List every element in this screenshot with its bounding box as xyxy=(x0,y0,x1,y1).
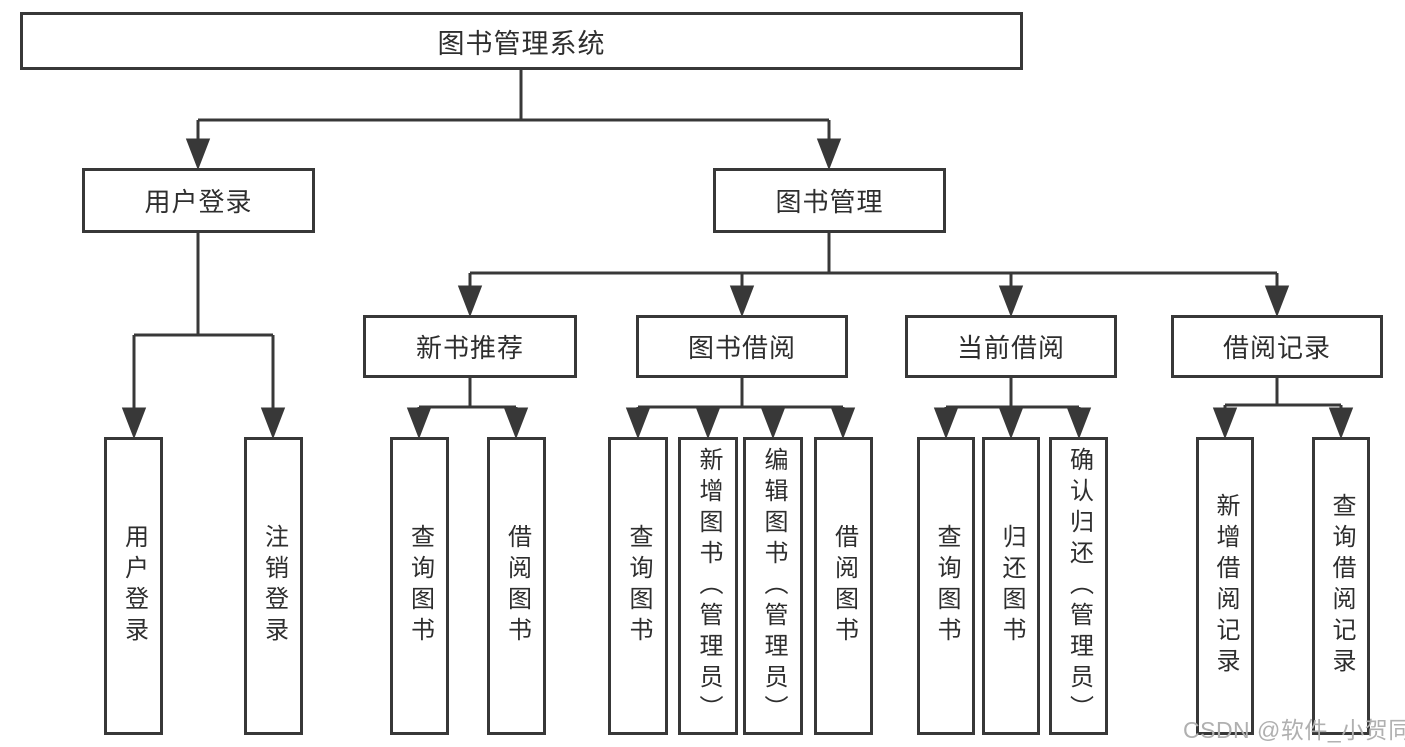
arrow-down-icon xyxy=(1212,407,1238,440)
connector-root-to-level2 xyxy=(185,69,842,171)
connector-current-borrow-branch xyxy=(933,378,1092,440)
leaf-label: 确认归还（管理员） xyxy=(1065,446,1093,726)
leaf-user-login: 用户登录 xyxy=(104,437,163,735)
node-root-system: 图书管理系统 xyxy=(20,12,1023,70)
arrow-down-icon xyxy=(457,285,483,318)
arrow-down-icon xyxy=(933,407,959,440)
arrow-down-icon xyxy=(406,407,432,440)
node-current-borrow: 当前借阅 xyxy=(905,315,1117,378)
arrow-down-icon xyxy=(760,407,786,440)
arrow-down-icon xyxy=(1328,407,1354,440)
leaf-label: 新增借阅记录 xyxy=(1212,493,1239,679)
connector-borrow-records-branch xyxy=(1212,378,1354,440)
node-user-login: 用户登录 xyxy=(82,168,315,233)
leaf-recommend-query-books: 查询图书 xyxy=(390,437,449,735)
node-borrow-records: 借阅记录 xyxy=(1171,315,1383,378)
leaf-label: 查询图书 xyxy=(933,524,960,648)
arrow-down-icon xyxy=(830,407,856,440)
arrow-down-icon xyxy=(260,407,286,440)
leaf-current-query-books: 查询图书 xyxy=(917,437,975,735)
leaf-label: 新增图书（管理员） xyxy=(695,446,722,726)
leaf-label: 用户登录 xyxy=(120,524,148,648)
leaf-label: 借阅图书 xyxy=(830,524,858,648)
leaf-add-books-admin: 新增图书（管理员） xyxy=(678,437,738,735)
node-new-book-recommend: 新书推荐 xyxy=(363,315,577,378)
arrow-down-icon xyxy=(998,407,1024,440)
leaf-logout: 注销登录 xyxy=(244,437,303,735)
leaf-label: 编辑图书（管理员） xyxy=(760,446,787,726)
arrow-down-icon xyxy=(998,285,1024,318)
csdn-watermark: CSDN @软件_小贺同学 xyxy=(1183,717,1405,743)
connector-book-borrow-branch xyxy=(625,378,856,440)
arrow-down-icon xyxy=(1264,285,1290,318)
arrow-down-icon xyxy=(695,407,721,440)
leaf-label: 归还图书 xyxy=(998,524,1025,648)
leaf-label: 注销登录 xyxy=(260,524,288,648)
arrow-down-icon xyxy=(625,407,651,440)
arrow-down-icon xyxy=(816,138,842,171)
leaf-edit-books-admin: 编辑图书（管理员） xyxy=(743,437,803,735)
arrow-down-icon xyxy=(185,138,211,171)
arrow-down-icon xyxy=(121,407,147,440)
arrow-down-icon xyxy=(1066,407,1092,440)
leaf-query-borrow-record: 查询借阅记录 xyxy=(1312,437,1370,735)
leaf-label: 查询图书 xyxy=(406,524,434,648)
leaf-borrow-books: 借阅图书 xyxy=(814,437,873,735)
leaf-recommend-borrow-books: 借阅图书 xyxy=(487,437,546,735)
leaf-return-books: 归还图书 xyxy=(982,437,1040,735)
arrow-down-icon xyxy=(729,285,755,318)
connector-user-login-branch xyxy=(121,233,286,440)
connector-new-book-branch xyxy=(406,378,529,440)
leaf-label: 借阅图书 xyxy=(503,524,531,648)
leaf-add-borrow-record: 新增借阅记录 xyxy=(1196,437,1254,735)
leaf-label: 查询借阅记录 xyxy=(1328,493,1355,679)
leaf-borrow-query-books: 查询图书 xyxy=(608,437,668,735)
arrow-down-icon xyxy=(503,407,529,440)
leaf-confirm-return-admin: 确认归还（管理员） xyxy=(1049,437,1108,735)
node-book-management: 图书管理 xyxy=(713,168,946,233)
connector-book-management-to-level3 xyxy=(457,233,1290,318)
node-book-borrow: 图书借阅 xyxy=(636,315,848,378)
leaf-label: 查询图书 xyxy=(625,524,652,648)
